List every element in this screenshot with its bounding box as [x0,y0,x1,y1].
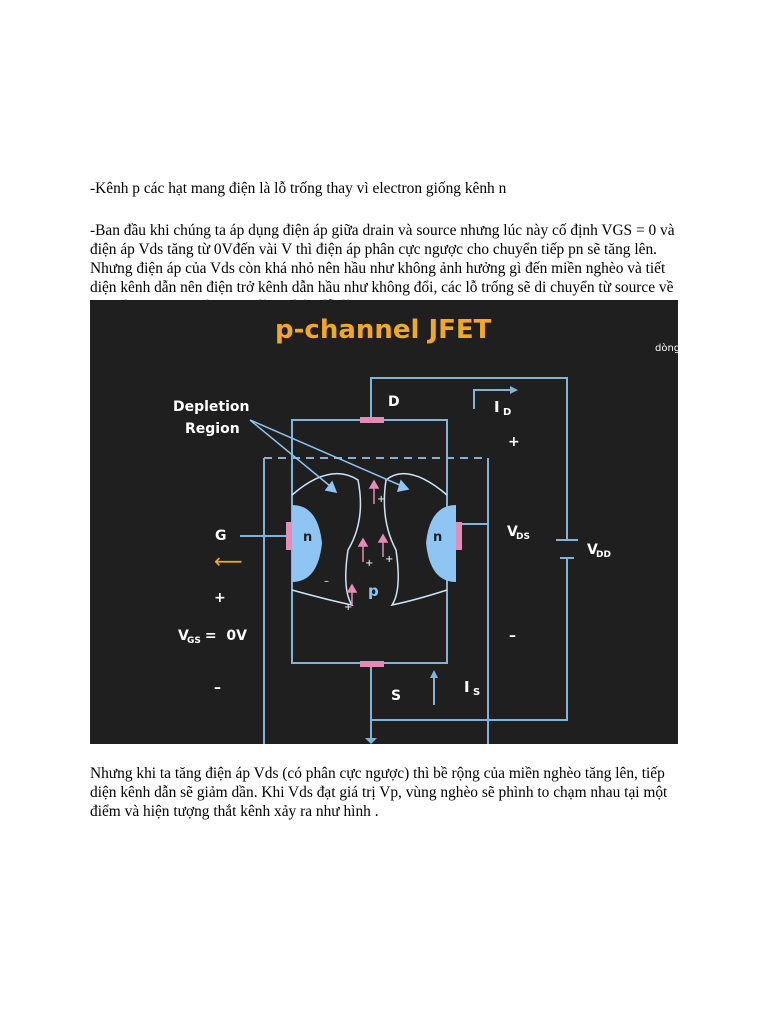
source-label: S [391,688,401,704]
vgs-minus-sign: – [214,680,221,696]
gate-contact-right [456,522,462,550]
depletion-label-line2: Region [185,421,240,437]
depletion-pointer-arrows [249,419,410,494]
id-label: I [494,398,500,416]
svg-text:+: + [385,554,393,565]
id-arrow-head [510,386,518,394]
svg-text:+: + [365,558,373,569]
vds-plus-sign: + [508,434,520,450]
svg-text:+: + [344,602,352,613]
vdd-subscript: DD [596,550,611,560]
vdd-label: V [587,542,598,558]
hole-arrows [346,479,389,605]
vgs-label: V [178,628,189,644]
paragraph-p-channel-carriers: -Kênh p các hạt mang điện là lỗ trống th… [90,180,507,198]
corner-caption-text: dòng [655,342,678,354]
gate-current-arrow: ⟵ [214,549,243,573]
depletion-region-right [426,505,456,582]
hole-plus-signs: + + + + [344,494,393,613]
hole-minus-sign: – [324,576,329,587]
drain-wire [370,377,568,540]
gate-label: G [215,528,227,544]
vds-minus-sign: – [509,628,516,644]
is-label: I [464,678,470,696]
vds-subscript: DS [516,532,530,542]
depletion-region-left [292,505,322,582]
id-current-arrow [473,389,510,409]
drain-label: D [388,394,400,410]
source-contact [360,661,384,667]
drain-contact [360,417,384,423]
p-region-label: p [368,582,379,600]
id-subscript: D [503,407,511,418]
n-region-label-left: n [303,530,312,545]
vgs-value: = 0V [200,628,247,644]
ground-arrow [365,738,377,744]
svg-text:+: + [377,494,385,505]
is-subscript: S [473,687,480,698]
n-region-label-right: n [433,530,442,545]
gate-contact-left [286,522,292,550]
vds-label: V [507,524,518,540]
is-arrow-head [430,670,438,678]
jfet-diagram: p-channel JFET dòng [173,315,678,744]
depletion-label-line1: Depletion [173,399,250,415]
jfet-figure: p-channel JFET dòng [90,300,678,744]
depletion-outline-left [291,472,362,607]
paragraph-initial-vds: -Ban đầu khi chúng ta áp dụng điện áp gi… [90,222,675,315]
source-return-wire [370,558,568,721]
figure-title: p-channel JFET [275,315,492,345]
paragraph-pinch-off: Nhưng khi ta tăng điện áp Vds (có phân c… [90,765,668,821]
vgs-plus-sign: + [214,590,226,606]
vgs-subscript: GS [187,636,201,646]
depletion-outline-right [383,472,448,607]
